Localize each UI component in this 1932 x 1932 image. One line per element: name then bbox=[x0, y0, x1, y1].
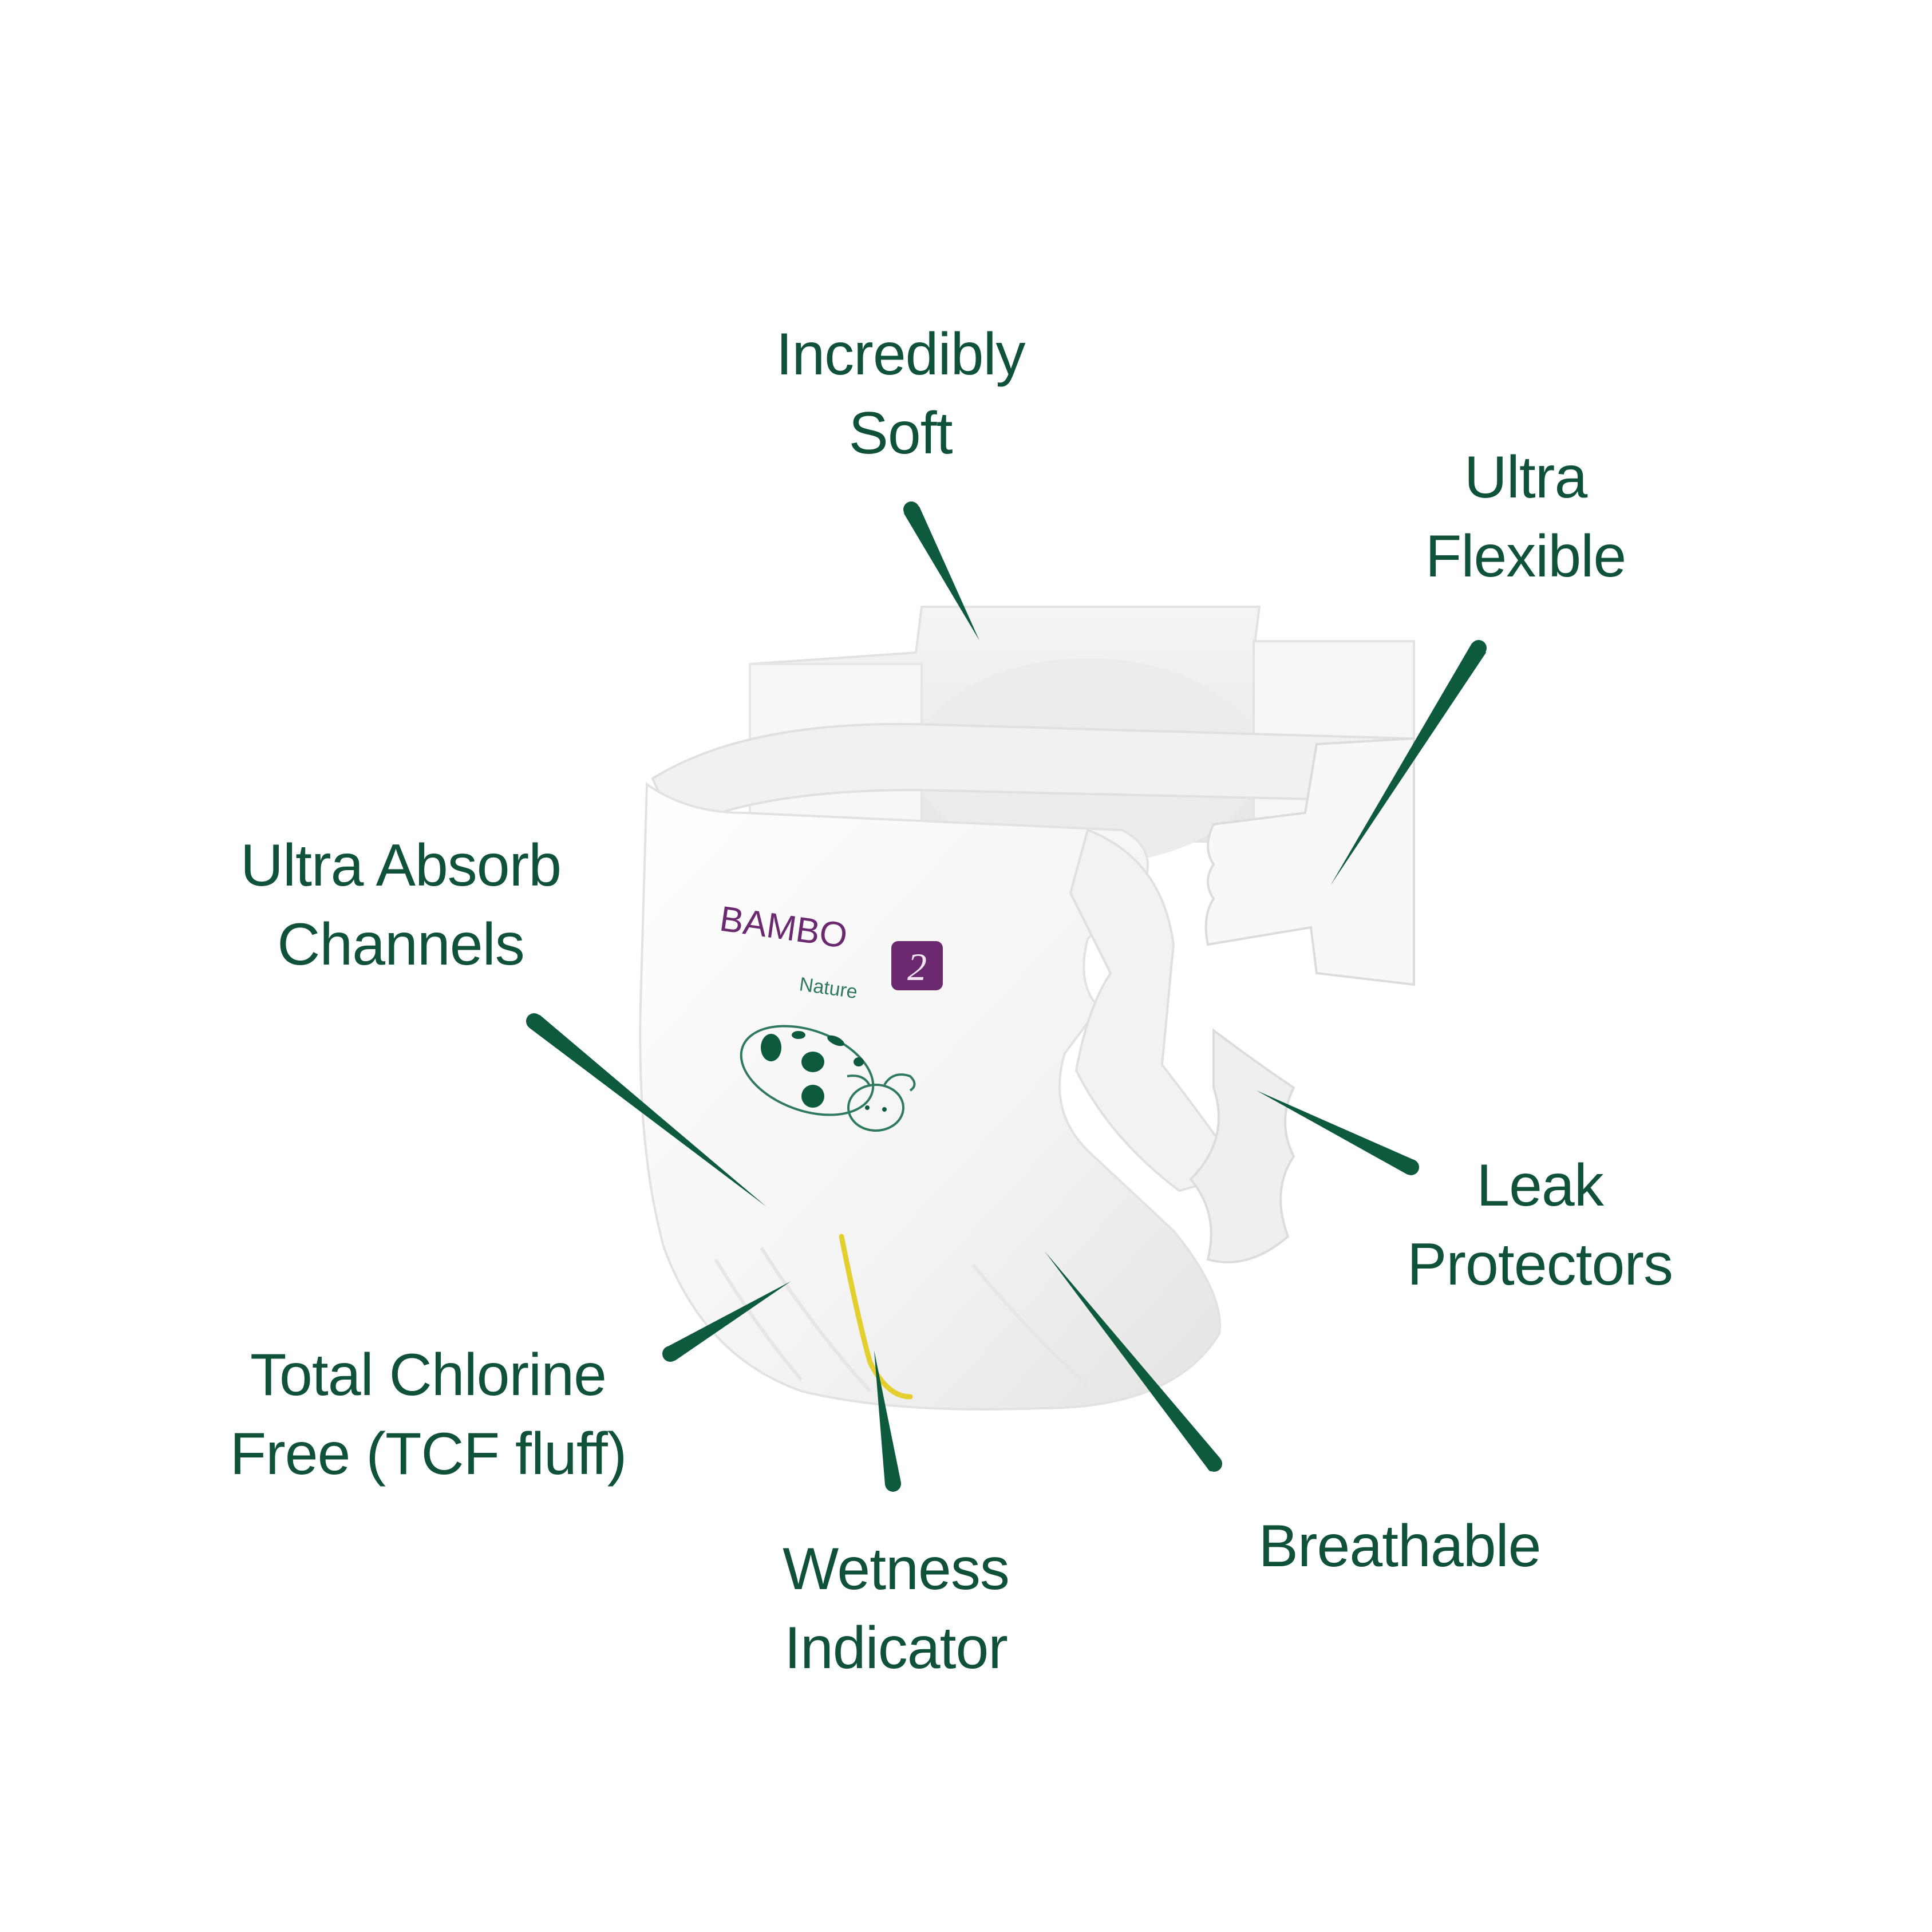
label-line: Flexible bbox=[1425, 523, 1626, 590]
label-line: Wetness bbox=[783, 1536, 1010, 1602]
label-breathable: Breathable bbox=[1258, 1507, 1541, 1586]
label-ultra-absorb-channels: Ultra Absorb Channels bbox=[240, 826, 562, 984]
label-line: Incredibly bbox=[776, 321, 1025, 388]
fastening-tape bbox=[1204, 737, 1415, 986]
label-line: Soft bbox=[848, 400, 953, 467]
label-wetness-indicator: Wetness Indicator bbox=[783, 1530, 1010, 1688]
label-line: Leak bbox=[1476, 1152, 1604, 1219]
label-line: Ultra bbox=[1464, 444, 1588, 511]
label-ultra-flexible: Ultra Flexible bbox=[1425, 438, 1626, 596]
pointer-wetness bbox=[874, 1350, 901, 1488]
label-line: Protectors bbox=[1407, 1231, 1673, 1298]
label-leak-protectors: Leak Protectors bbox=[1407, 1146, 1673, 1304]
front-gathers bbox=[714, 1247, 1089, 1393]
label-line: Indicator bbox=[784, 1615, 1008, 1681]
pointer-incredibly-soft bbox=[904, 504, 979, 641]
leak-cuffs bbox=[1189, 1028, 1295, 1263]
label-line: Total Chlorine bbox=[250, 1342, 607, 1408]
pointer-ultra-absorb bbox=[529, 1014, 767, 1207]
label-line: Ultra Absorb bbox=[240, 832, 562, 899]
pointer-leak-protectors bbox=[1257, 1091, 1415, 1175]
label-line: Free (TCF fluff) bbox=[230, 1421, 627, 1487]
label-line: Channels bbox=[277, 911, 524, 978]
ladybug-icon bbox=[740, 1025, 916, 1132]
size-badge bbox=[891, 941, 943, 990]
label-incredibly-soft: Incredibly Soft bbox=[776, 315, 1025, 473]
pointer-ultra-flexible bbox=[1330, 642, 1486, 886]
size-badge-number: 2 bbox=[907, 945, 927, 989]
pointer-tcf bbox=[666, 1281, 791, 1361]
label-line: Breathable bbox=[1258, 1513, 1541, 1579]
wetness-indicator-strip bbox=[839, 1234, 913, 1400]
pointer-breathable bbox=[1045, 1251, 1220, 1472]
label-total-chlorine-free: Total Chlorine Free (TCF fluff) bbox=[230, 1336, 627, 1494]
pointer-lines bbox=[526, 501, 1487, 1492]
